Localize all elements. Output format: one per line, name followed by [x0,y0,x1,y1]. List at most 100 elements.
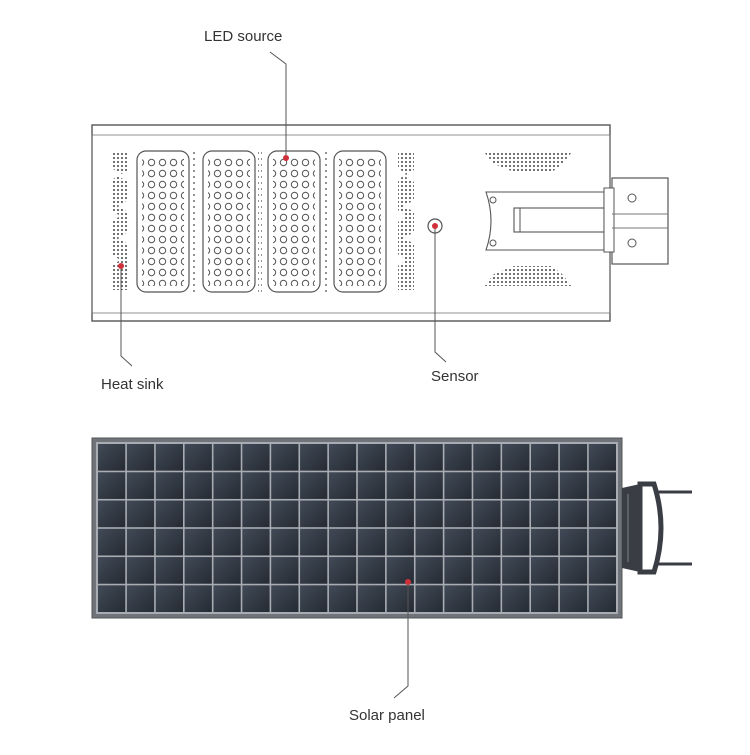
solar-cell [126,472,155,499]
solar-cell [155,557,183,584]
solar-cell [502,585,530,612]
solar-cell [271,472,299,499]
solar-cell [126,444,155,471]
solar-cell [357,585,386,612]
solar-cell [184,557,212,584]
solar-cell [502,444,530,471]
solar-cell [213,472,241,499]
solar-cell [300,557,328,584]
led-module-3 [267,150,321,293]
solar-cell [415,500,443,528]
sensor-leader [434,226,447,363]
solar-cell [242,528,270,556]
solar-cell [386,472,414,499]
solar-cell [98,585,126,612]
solar-cell [98,472,126,499]
solar-cell [155,528,183,556]
solar-cell [328,557,357,584]
sensor-label: Sensor [431,368,479,385]
solar-cell [386,585,414,612]
solar-cell [559,528,588,556]
led-module-2 [202,150,256,293]
solar-cell [531,557,559,584]
solar-cell [559,585,588,612]
solar-cell [444,472,472,499]
solar-cell [559,557,588,584]
led-source-leader [269,51,287,158]
mount-vents [484,152,572,286]
solar-cell [559,500,588,528]
heat-sink-vents [112,152,414,292]
solar-cell [98,528,126,556]
solar-panel-view [91,437,692,619]
solar-cell [559,444,588,471]
solar-cell [213,500,241,528]
solar-cell [271,585,299,612]
solar-cell [502,557,530,584]
solar-cell [213,557,241,584]
solar-cell [155,472,183,499]
solar-panel-mount [622,481,692,575]
solar-cell [213,528,241,556]
solar-cell [386,444,414,471]
solar-panel-marker [405,579,411,585]
heat-sink-marker [118,263,124,269]
solar-cell [126,557,155,584]
solar-cell-grid [98,444,616,612]
led-source-label: LED source [204,28,283,45]
solar-cell [328,585,357,612]
solar-cell [473,472,501,499]
solar-cell [502,500,530,528]
solar-cell [415,557,443,584]
solar-cell [357,444,386,471]
solar-cell [502,528,530,556]
solar-cell [444,585,472,612]
solar-cell [98,557,126,584]
solar-cell [444,444,472,471]
solar-cell [213,444,241,471]
solar-cell [415,585,443,612]
solar-cell [271,444,299,471]
solar-cell [531,444,559,471]
solar-cell [588,444,616,471]
solar-cell [300,528,328,556]
solar-cell [588,500,616,528]
solar-cell [588,472,616,499]
side-clamp [603,177,669,265]
solar-cell [444,500,472,528]
solar-cell [271,500,299,528]
solar-cell [271,528,299,556]
led-module-1 [136,150,190,293]
heat-sink-leader [120,266,133,367]
solar-cell [588,528,616,556]
solar-cell [271,557,299,584]
solar-cell [126,500,155,528]
solar-cell [155,585,183,612]
solar-cell [473,557,501,584]
solar-cell [242,585,270,612]
solar-cell [502,472,530,499]
solar-cell [98,500,126,528]
solar-cell [473,500,501,528]
solar-cell [473,528,501,556]
solar-cell [242,472,270,499]
solar-cell [473,444,501,471]
solar-cell [357,557,386,584]
solar-cell [184,528,212,556]
solar-cell [184,585,212,612]
solar-cell [588,585,616,612]
solar-cell [184,500,212,528]
solar-cell [300,585,328,612]
solar-cell [415,472,443,499]
solar-cell [357,472,386,499]
solar-cell [531,528,559,556]
street-lamp-front-view [91,124,669,322]
solar-cell [155,444,183,471]
callout-leaders [120,51,447,699]
solar-cell [473,585,501,612]
solar-cell [531,500,559,528]
solar-cell [559,472,588,499]
callout-markers [118,155,438,585]
heat-sink-label: Heat sink [101,376,164,393]
solar-cell [357,500,386,528]
